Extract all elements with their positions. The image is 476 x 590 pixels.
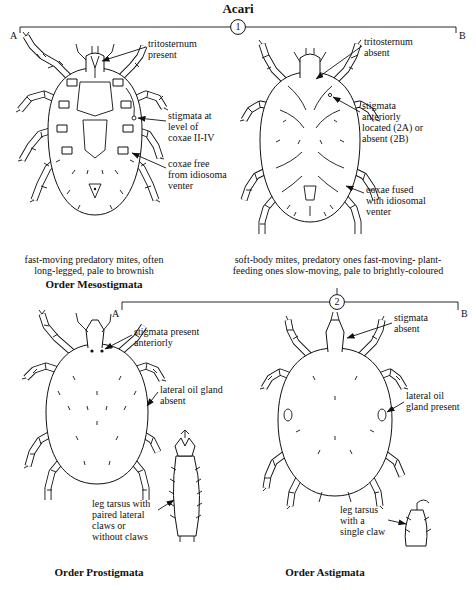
couplet-number: 2	[335, 297, 340, 307]
lateral-oil-gland	[284, 409, 292, 421]
couplet-circle: 1	[230, 19, 246, 35]
callout-leader	[138, 118, 166, 121]
order-name: Order Prostigmata	[4, 566, 194, 578]
callout-leader	[316, 46, 362, 79]
description-text: soft-body mites, predatory ones fast-mov…	[232, 254, 444, 276]
order-name: Order Mesostigmata	[4, 278, 184, 290]
stigma	[328, 93, 331, 96]
seta	[296, 376, 374, 502]
mite-leg-fill	[244, 44, 376, 234]
couplet-text-holder: 1	[230, 19, 246, 35]
seta	[58, 376, 136, 465]
couplet-circle-outline	[330, 295, 345, 310]
leg-segment-joint	[240, 40, 380, 224]
callout-leader	[105, 335, 132, 349]
callout-leader	[147, 392, 158, 406]
callout-leader	[158, 500, 174, 510]
couplet-number: 1	[236, 22, 241, 32]
palp	[76, 313, 111, 332]
stigma	[100, 349, 103, 352]
callout-leader	[132, 153, 166, 168]
callout-label: coxae free from idiosoma venter	[168, 158, 228, 191]
tritosternum	[91, 56, 99, 78]
single-claw	[405, 500, 431, 532]
description-text: fast-moving predatory mites, often long-…	[16, 254, 172, 276]
seta	[56, 160, 134, 209]
callout-label: tritosternum absent	[364, 36, 424, 58]
anus	[94, 188, 96, 190]
sternal-shield	[77, 82, 113, 116]
stigma	[90, 349, 93, 352]
leg-tarsus-inset	[405, 510, 427, 546]
callout-label: lateral oil gland present	[406, 390, 460, 412]
fused-coxal-apodeme	[276, 86, 344, 192]
genital-shield	[83, 120, 107, 158]
callout-leader	[346, 186, 364, 193]
palp	[76, 44, 114, 60]
branch-letter: B	[459, 30, 471, 41]
branch-letter: A	[112, 308, 124, 319]
anal-shield	[89, 184, 101, 198]
diagram-title: Acari	[0, 1, 476, 17]
couplet-stem	[337, 288, 338, 294]
branch-letter: A	[10, 30, 22, 41]
idiosoma-outline	[46, 344, 148, 484]
callout-label: stigmata at level of coxae II-IV	[168, 110, 218, 143]
couplet-bracket	[122, 302, 458, 310]
genital-anal-opening	[304, 186, 316, 216]
mite-leg-outline	[264, 320, 404, 506]
paired-claws	[175, 438, 195, 456]
gnathosoma	[300, 54, 320, 78]
callout-label: leg tarsus with a single claw	[340, 504, 388, 537]
couplet-text-holder: 2	[329, 294, 345, 310]
stigma	[132, 116, 136, 120]
chelicera	[331, 312, 339, 320]
leg-segment-joint	[260, 316, 408, 509]
free-coxa	[57, 79, 133, 154]
seta	[276, 120, 344, 216]
callout-leader	[333, 97, 360, 112]
idiosoma-outline	[278, 348, 392, 496]
mite-leg-fill	[264, 320, 404, 506]
callout-label: coxae fused with idiosomal venter	[366, 184, 428, 217]
branch-letter: B	[461, 308, 473, 319]
peritreme	[126, 88, 134, 116]
idiosoma-outline	[48, 68, 142, 215]
couplet-circle-outline	[231, 20, 246, 35]
gnathosoma	[326, 320, 344, 352]
tarsal-seta	[169, 430, 202, 542]
mite-leg-outline	[244, 44, 376, 234]
couplet-circle: 2	[329, 294, 345, 310]
callout-label: stigmata absent	[394, 312, 444, 334]
callout-label: stigmata anteriorly located (2A) or abse…	[362, 100, 424, 144]
gnathosoma	[86, 320, 104, 348]
idiosoma-outline	[260, 72, 360, 222]
callout-label: lateral oil gland absent	[160, 384, 232, 406]
callout-label: leg tarsus with paired lateral claws or …	[92, 498, 156, 542]
callout-leader	[387, 402, 404, 412]
palp	[294, 48, 326, 62]
callout-leader	[102, 47, 146, 61]
callout-label: stigmata present anteriorly	[134, 326, 204, 348]
callout-label: tritosternum present	[148, 38, 208, 60]
lateral-oil-gland	[378, 409, 386, 421]
leg-tarsus-inset	[173, 456, 199, 536]
callout-leader	[388, 520, 406, 524]
callout-leader	[347, 323, 392, 338]
order-name: Order Astigmata	[240, 566, 410, 578]
